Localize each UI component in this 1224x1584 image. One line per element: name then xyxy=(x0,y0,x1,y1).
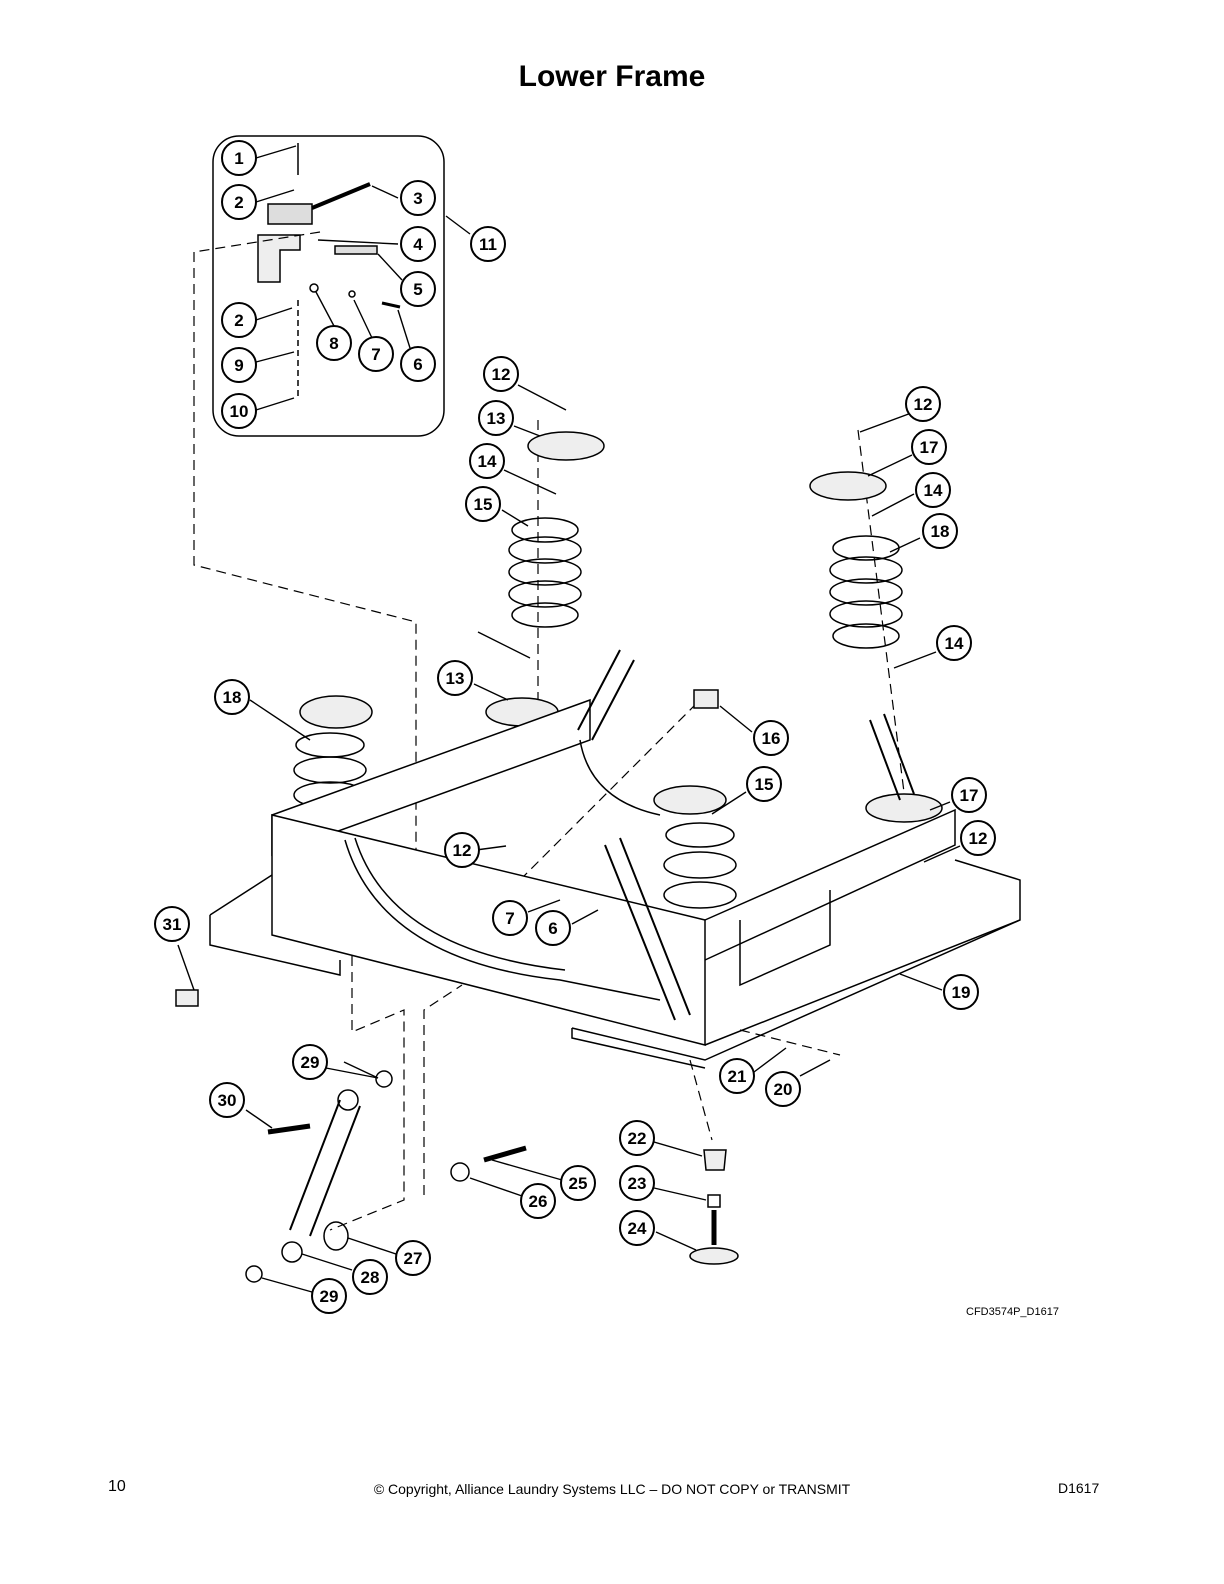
svg-text:15: 15 xyxy=(474,495,493,514)
inset-box xyxy=(212,135,445,437)
callout: 27 xyxy=(395,1240,431,1276)
page-title: Lower Frame xyxy=(518,60,706,93)
callout: 5 xyxy=(400,271,436,307)
svg-text:28: 28 xyxy=(361,1268,380,1287)
svg-text:3: 3 xyxy=(413,189,422,208)
callout: 12 xyxy=(960,820,996,856)
callout: 17 xyxy=(951,777,987,813)
svg-text:1: 1 xyxy=(234,149,243,168)
callout: 7 xyxy=(358,336,394,372)
callout: 14 xyxy=(469,443,505,479)
callout: 2 xyxy=(221,302,257,338)
callout: 22 xyxy=(619,1120,655,1156)
svg-text:9: 9 xyxy=(234,356,243,375)
callout: 18 xyxy=(214,679,250,715)
svg-text:4: 4 xyxy=(413,235,423,254)
callout: 23 xyxy=(619,1165,655,1201)
svg-text:31: 31 xyxy=(163,915,182,934)
svg-text:12: 12 xyxy=(969,829,988,848)
callout: 3 xyxy=(400,180,436,216)
svg-text:2: 2 xyxy=(234,193,243,212)
spring-right-upper xyxy=(829,535,903,649)
callout: 24 xyxy=(619,1210,655,1246)
svg-text:7: 7 xyxy=(371,345,380,364)
svg-text:29: 29 xyxy=(301,1053,320,1072)
svg-text:17: 17 xyxy=(960,786,979,805)
callout: 11 xyxy=(470,226,506,262)
callout: 7 xyxy=(492,900,528,936)
svg-text:5: 5 xyxy=(413,280,422,299)
svg-text:10: 10 xyxy=(230,402,249,421)
callout: 28 xyxy=(352,1259,388,1295)
callout: 25 xyxy=(560,1165,596,1201)
svg-text:18: 18 xyxy=(931,522,950,541)
svg-text:13: 13 xyxy=(446,669,465,688)
document-code: D1617 xyxy=(1058,1480,1100,1496)
callout: 6 xyxy=(400,346,436,382)
svg-text:25: 25 xyxy=(569,1174,588,1193)
callout: 12 xyxy=(905,386,941,422)
svg-text:6: 6 xyxy=(548,919,557,938)
callout: 14 xyxy=(936,625,972,661)
svg-text:14: 14 xyxy=(945,634,964,653)
callout: 29 xyxy=(311,1278,347,1314)
callout: 29 xyxy=(292,1044,328,1080)
callout-layer: 1 2 3 4 5 2 8 7 6 9 10 11 12 13 14 15 12… xyxy=(154,140,996,1314)
svg-text:23: 23 xyxy=(628,1174,647,1193)
callout: 21 xyxy=(719,1058,755,1094)
callout: 26 xyxy=(520,1183,556,1219)
callout: 4 xyxy=(400,226,436,262)
callout: 9 xyxy=(221,347,257,383)
callout: 15 xyxy=(465,486,501,522)
svg-text:15: 15 xyxy=(755,775,774,794)
svg-text:12: 12 xyxy=(453,841,472,860)
svg-text:16: 16 xyxy=(762,729,781,748)
callout: 2 xyxy=(221,184,257,220)
callout: 8 xyxy=(316,325,352,361)
callout: 20 xyxy=(765,1071,801,1107)
svg-text:12: 12 xyxy=(492,365,511,384)
svg-text:17: 17 xyxy=(920,438,939,457)
copyright-notice: © Copyright, Alliance Laundry Systems LL… xyxy=(373,1481,851,1497)
svg-text:22: 22 xyxy=(628,1129,647,1148)
callout: 18 xyxy=(922,513,958,549)
callout: 14 xyxy=(915,472,951,508)
callout: 12 xyxy=(483,356,519,392)
svg-text:19: 19 xyxy=(952,983,971,1002)
callout: 15 xyxy=(746,766,782,802)
svg-text:18: 18 xyxy=(223,688,242,707)
callout: 13 xyxy=(437,660,473,696)
svg-text:7: 7 xyxy=(505,909,514,928)
svg-text:11: 11 xyxy=(479,235,497,254)
callout: 16 xyxy=(753,720,789,756)
svg-text:26: 26 xyxy=(529,1192,548,1211)
svg-text:14: 14 xyxy=(478,452,497,471)
svg-text:24: 24 xyxy=(628,1219,647,1238)
callout: 13 xyxy=(478,400,514,436)
callout: 19 xyxy=(943,974,979,1010)
callout: 31 xyxy=(154,906,190,942)
svg-text:2: 2 xyxy=(234,311,243,330)
svg-text:27: 27 xyxy=(404,1249,423,1268)
callout: 17 xyxy=(911,429,947,465)
svg-text:29: 29 xyxy=(320,1287,339,1306)
spring-left-upper xyxy=(508,517,582,628)
callout: 30 xyxy=(209,1082,245,1118)
page-number: 10 xyxy=(108,1478,126,1495)
svg-text:8: 8 xyxy=(329,334,338,353)
svg-text:13: 13 xyxy=(487,409,506,428)
svg-text:14: 14 xyxy=(924,481,943,500)
callout: 6 xyxy=(535,910,571,946)
callout: 12 xyxy=(444,832,480,868)
svg-text:30: 30 xyxy=(218,1091,237,1110)
drawing-id: CFD3574P_D1617 xyxy=(966,1306,1059,1318)
svg-text:21: 21 xyxy=(728,1067,747,1086)
callout: 10 xyxy=(221,393,257,429)
svg-text:6: 6 xyxy=(413,355,422,374)
svg-text:12: 12 xyxy=(914,395,933,414)
callout: 1 xyxy=(221,140,257,176)
svg-text:20: 20 xyxy=(774,1080,793,1099)
